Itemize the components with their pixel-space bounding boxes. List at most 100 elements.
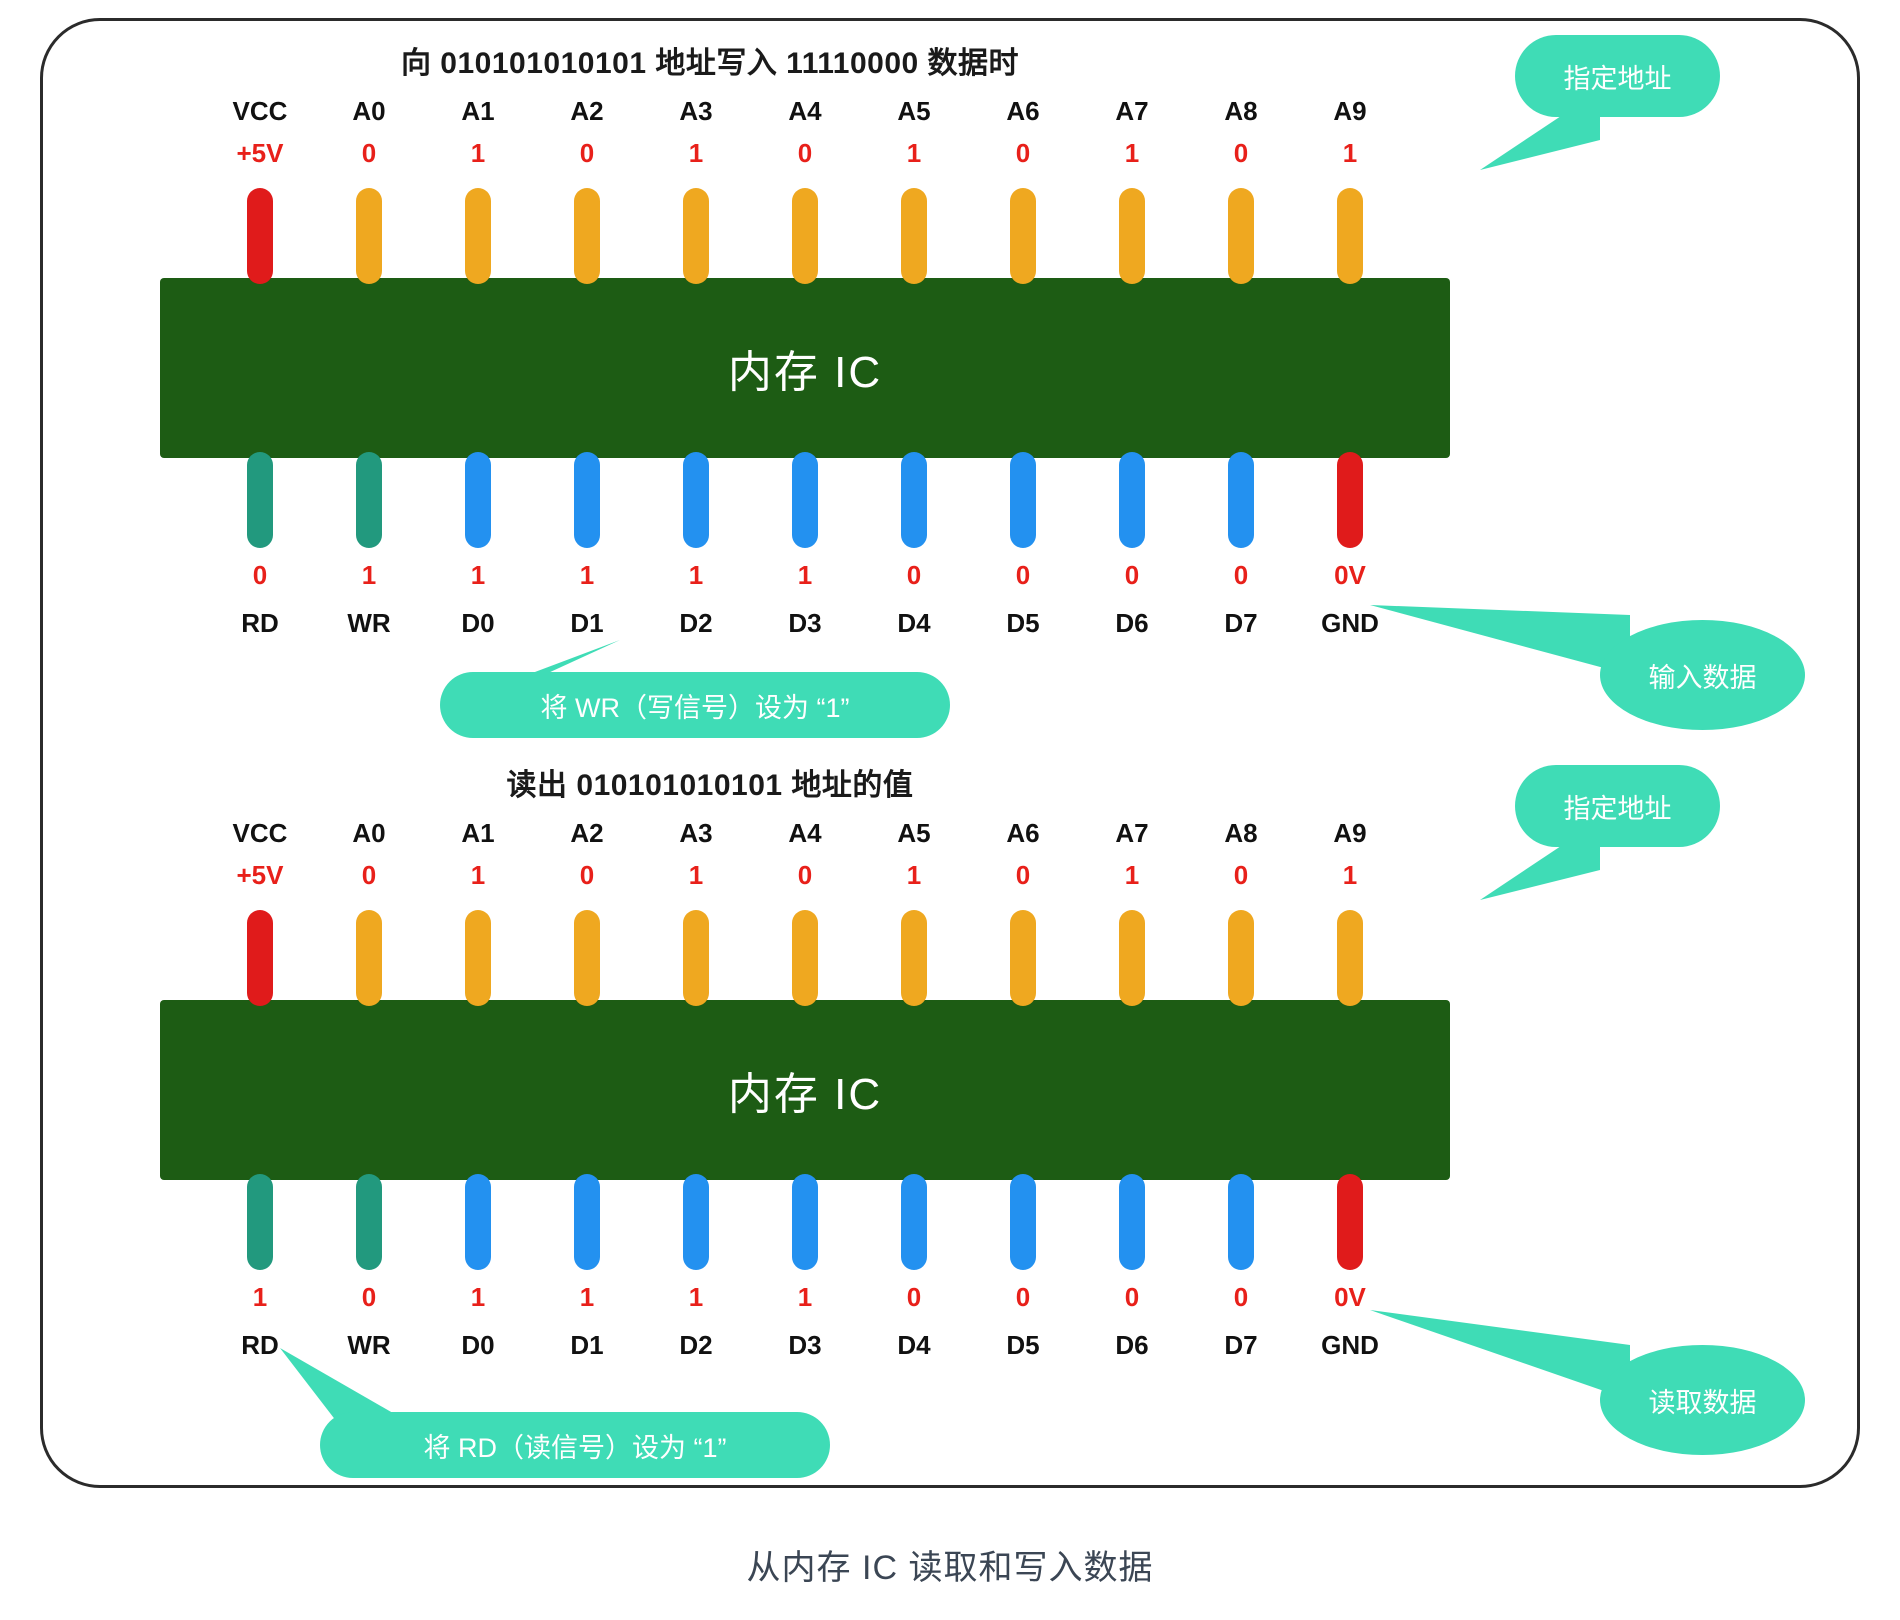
write-bottom-pin-d7 (1228, 452, 1254, 548)
callout-read-data: 读取数据 (1600, 1345, 1805, 1455)
read-top-pin-name-a4: A4 (788, 818, 822, 848)
write-top-pin-value-a6: 0 (1015, 138, 1031, 168)
write-top-pin-a3 (683, 188, 709, 284)
write-top-pin-name-a9: A9 (1333, 96, 1367, 126)
callout-write-signal-text: 将 WR（写信号）设为 “1” (540, 692, 850, 723)
write-top-pin-a9 (1337, 188, 1363, 284)
read-bottom-pin-rd (247, 1174, 273, 1270)
write-diagram: 向 010101010101 地址写入 11110000 数据时 内存 IC V… (150, 38, 1470, 698)
figure-caption: 从内存 IC 读取和写入数据 (746, 1549, 1154, 1587)
memory-ic-body-write: 内存 IC (160, 278, 1450, 458)
write-top-pin-name-a4: A4 (788, 96, 822, 126)
write-top-pin-a6 (1010, 188, 1036, 284)
outer-frame (40, 18, 1860, 1488)
write-bottom-pin-value-d1: 1 (579, 560, 595, 590)
read-bottom-pin-name-d4: D4 (897, 1330, 931, 1360)
write-bottom-pin-wr (356, 452, 382, 548)
read-bottom-pin-name-gnd: GND (1321, 1330, 1379, 1360)
read-top-pin-name-a7: A7 (1115, 818, 1149, 848)
write-bottom-pin-value-d3: 1 (797, 560, 813, 590)
read-bottom-pin-d1 (574, 1174, 600, 1270)
read-top-pin-a4 (792, 910, 818, 1006)
callout-write-data: 输入数据 (1600, 620, 1805, 730)
write-bottom-pin-name-d7: D7 (1224, 608, 1258, 638)
read-top-pin-name-a9: A9 (1333, 818, 1367, 848)
read-top-pin-value-vcc: +5V (236, 860, 284, 890)
read-diagram-title: 读出 010101010101 地址的值 (506, 769, 914, 802)
callout-read-signal-text: 将 RD（读信号）设为 “1” (423, 1432, 727, 1463)
write-top-pin-name-a8: A8 (1224, 96, 1258, 126)
write-bottom-pin-d3 (792, 452, 818, 548)
read-bottom-pin-value-d6: 0 (1124, 1282, 1140, 1312)
write-bottom-pin-value-rd: 0 (252, 560, 268, 590)
read-top-pin-a5 (901, 910, 927, 1006)
read-top-pin-a3 (683, 910, 709, 1006)
read-top-pin-a0 (356, 910, 382, 1006)
callout-read-data-text: 读取数据 (1648, 1387, 1757, 1418)
write-top-pin-name-vcc: VCC (232, 96, 288, 126)
write-top-pin-value-a4: 0 (797, 138, 813, 168)
write-top-pin-a7 (1119, 188, 1145, 284)
read-bottom-pin-value-d0: 1 (470, 1282, 486, 1312)
write-bottom-pin-value-d2: 1 (688, 560, 704, 590)
read-bottom-pin-d0 (465, 1174, 491, 1270)
read-top-pin-value-a5: 1 (906, 860, 922, 890)
callout-read-signal-tail (280, 1348, 405, 1426)
write-top-pin-name-a7: A7 (1115, 96, 1149, 126)
read-bottom-pin-name-wr: WR (347, 1330, 391, 1360)
read-bottom-pin-value-rd: 1 (252, 1282, 268, 1312)
read-top-pin-a2 (574, 910, 600, 1006)
callout-write-address-text: 指定地址 (1563, 63, 1672, 94)
write-top-pin-name-a5: A5 (897, 96, 931, 126)
write-top-pin-value-a0: 0 (361, 138, 377, 168)
read-bottom-pin-name-d7: D7 (1224, 1330, 1258, 1360)
memory-ic-label: 内存 IC (727, 348, 883, 397)
read-top-pin-name-vcc: VCC (232, 818, 288, 848)
write-bottom-pin-d6 (1119, 452, 1145, 548)
write-top-pin-value-a7: 1 (1124, 138, 1140, 168)
write-bottom-pin-name-d4: D4 (897, 608, 931, 638)
write-top-pin-name-a6: A6 (1006, 96, 1040, 126)
write-bottom-pin-d5 (1010, 452, 1036, 548)
write-bottom-pin-value-wr: 1 (361, 560, 377, 590)
read-top-pin-value-a4: 0 (797, 860, 813, 890)
write-bottom-pin-d0 (465, 452, 491, 548)
write-top-pin-value-a5: 1 (906, 138, 922, 168)
write-top-pin-a0 (356, 188, 382, 284)
read-bottom-pin-name-d6: D6 (1115, 1330, 1149, 1360)
write-bottom-pin-value-d6: 0 (1124, 560, 1140, 590)
read-top-pin-value-a9: 1 (1342, 860, 1358, 890)
callout-write-signal: 将 WR（写信号）设为 “1” (440, 672, 950, 738)
write-top-pin-a8 (1228, 188, 1254, 284)
read-bottom-pin-d2 (683, 1174, 709, 1270)
write-bottom-pin-name-wr: WR (347, 608, 391, 638)
write-top-pin-name-a1: A1 (461, 96, 495, 126)
write-bottom-pin-name-rd: RD (241, 608, 279, 638)
write-top-pin-value-a8: 0 (1233, 138, 1249, 168)
read-bottom-pin-name-rd: RD (241, 1330, 279, 1360)
callout-read-address: 指定地址 (1515, 765, 1720, 847)
read-top-pin-vcc (247, 910, 273, 1006)
read-top-pin-name-a1: A1 (461, 818, 495, 848)
write-bottom-pin-d4 (901, 452, 927, 548)
callout-read-data-tail (1370, 1310, 1630, 1400)
write-bottom-pin-name-d0: D0 (461, 608, 495, 638)
write-top-pin-value-a9: 1 (1342, 138, 1358, 168)
read-bottom-pin-gnd (1337, 1174, 1363, 1270)
read-top-pin-name-a8: A8 (1224, 818, 1258, 848)
read-bottom-pin-name-d0: D0 (461, 1330, 495, 1360)
read-top-pin-name-a3: A3 (679, 818, 713, 848)
read-top-pin-name-a5: A5 (897, 818, 931, 848)
read-top-pin-name-a0: A0 (352, 818, 386, 848)
read-bottom-pin-name-d1: D1 (570, 1330, 604, 1360)
write-top-pin-vcc (247, 188, 273, 284)
read-bottom-pin-value-d1: 1 (579, 1282, 595, 1312)
read-top-pin-value-a2: 0 (579, 860, 595, 890)
write-bottom-pin-name-d6: D6 (1115, 608, 1149, 638)
write-top-pin-value-a1: 1 (470, 138, 486, 168)
read-bottom-pin-value-d7: 0 (1233, 1282, 1249, 1312)
read-bottom-pin-name-d2: D2 (679, 1330, 713, 1360)
read-bottom-pin-value-d5: 0 (1015, 1282, 1031, 1312)
read-bottom-pin-name-d5: D5 (1006, 1330, 1040, 1360)
callout-write-data-tail (1370, 605, 1630, 675)
